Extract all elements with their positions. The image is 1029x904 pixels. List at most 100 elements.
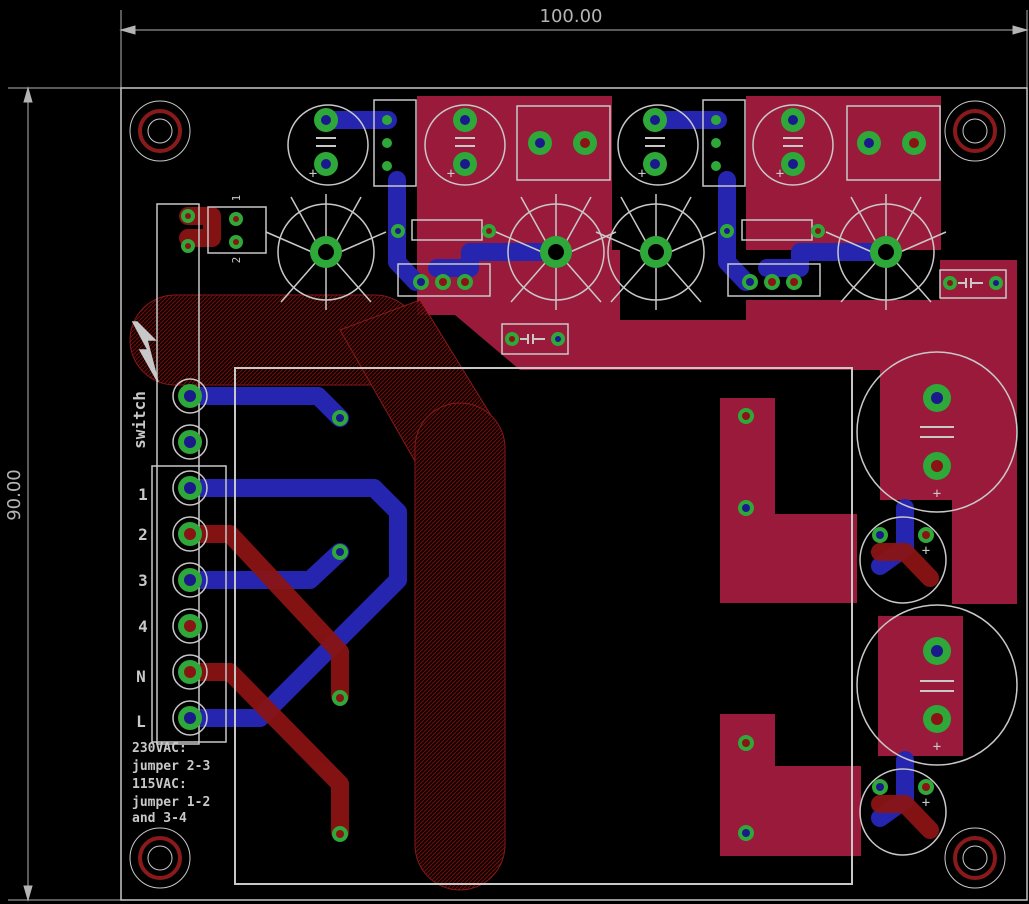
terminal-pad-icon — [172, 562, 208, 598]
pad-icon — [332, 410, 348, 426]
plus-mark: + — [447, 166, 455, 182]
note-line: 230VAC: — [132, 741, 187, 756]
pad-icon — [382, 161, 392, 171]
pad-icon — [943, 276, 957, 290]
heatsinks — [265, 194, 947, 310]
pad-icon — [811, 224, 825, 238]
mounting-hole-icon — [944, 827, 1006, 889]
pad-icon — [314, 108, 338, 132]
pad-icon — [382, 115, 392, 125]
polarity-marks: + + + + + + + + — [309, 166, 941, 811]
pad-icon — [314, 152, 338, 176]
terminal-pad-icon — [172, 424, 208, 460]
pad-icon — [453, 108, 477, 132]
pad-icon — [573, 131, 597, 155]
terminal-pad-icon — [172, 608, 208, 644]
pad-icon — [332, 544, 348, 560]
terminal-label: N — [136, 667, 146, 686]
heatsink-icon — [495, 194, 617, 310]
pad-icon — [540, 236, 572, 268]
note-line: jumper 2-3 — [132, 759, 210, 774]
transformer-outline — [234, 367, 853, 885]
switch-label: switch — [130, 391, 149, 449]
pad-icon — [923, 705, 951, 733]
pad-icon — [781, 108, 805, 132]
mounting-hole-icon — [129, 827, 191, 889]
pad-icon — [551, 332, 565, 346]
terminal-block-pads — [172, 378, 208, 736]
plus-mark: + — [922, 543, 930, 559]
pad-icon — [923, 384, 951, 412]
plus-mark: + — [933, 486, 941, 502]
pad-icon — [781, 152, 805, 176]
pad-icon — [181, 209, 195, 223]
restricted-areas — [129, 294, 506, 891]
height-dimension-label: 90.00 — [4, 469, 25, 521]
pad-icon — [989, 276, 1003, 290]
plus-mark: + — [638, 166, 646, 182]
pad-icon — [786, 274, 802, 290]
pad-icon — [711, 161, 721, 171]
pad-icon — [857, 131, 881, 155]
component-outlines — [131, 99, 1018, 856]
terminal-pad-icon — [172, 470, 208, 506]
pad-icon — [640, 236, 672, 268]
terminal-label: 2 — [138, 525, 148, 544]
pad-icon — [711, 115, 721, 125]
dimension-lines — [8, 10, 1029, 902]
plus-mark: + — [776, 166, 784, 182]
pad-icon — [720, 224, 734, 238]
plus-mark: + — [922, 795, 930, 811]
pad-icon — [382, 138, 392, 148]
pad-icon — [453, 152, 477, 176]
pad-icon — [413, 274, 429, 290]
mounting-hole-icon — [944, 100, 1006, 162]
pad-icon — [872, 527, 888, 543]
heatsink-icon — [825, 194, 947, 310]
capacitor-symbols — [316, 137, 983, 692]
terminal-label: 4 — [138, 617, 148, 636]
terminal-label: 1 — [138, 485, 148, 504]
note-line: jumper 1-2 — [132, 795, 210, 810]
top-traces — [179, 207, 939, 841]
pad-icon — [181, 239, 195, 253]
top-copper-pours — [417, 96, 1017, 856]
pad-icon — [310, 236, 342, 268]
terminal-pad-icon — [172, 516, 208, 552]
pad-icon — [435, 274, 451, 290]
board-outline — [120, 87, 1028, 901]
heatsink-icon — [265, 194, 387, 310]
plus-mark: + — [933, 739, 941, 755]
note-line: and 3-4 — [132, 811, 187, 826]
terminal-pad-icon — [172, 700, 208, 736]
pad-icon — [738, 408, 754, 424]
note-line: 115VAC: — [132, 777, 187, 792]
terminal-labels: 1 2 3 4 N L — [136, 485, 148, 731]
terminal-label: L — [136, 712, 146, 731]
pad-icon — [457, 274, 473, 290]
pad-icon — [738, 825, 754, 841]
pad-icon — [872, 779, 888, 795]
pad-icon — [528, 131, 552, 155]
pad-icon — [505, 332, 519, 346]
pad-icon — [643, 152, 667, 176]
jumper-pin-label: 1 — [230, 195, 243, 202]
pad-icon — [229, 212, 243, 226]
pad-icon — [923, 637, 951, 665]
pad-icon — [332, 690, 348, 706]
pad-icon — [738, 500, 754, 516]
terminal-pad-icon — [172, 378, 208, 414]
pad-icon — [643, 108, 667, 132]
pad-icon — [482, 224, 496, 238]
pad-icon — [764, 274, 780, 290]
pad-icon — [229, 235, 243, 249]
pad-icon — [391, 224, 405, 238]
pad-icon — [902, 131, 926, 155]
terminal-label: 3 — [138, 571, 148, 590]
mounting-holes — [129, 100, 1006, 889]
plus-mark: + — [309, 166, 317, 182]
pad-icon — [870, 236, 902, 268]
pad-icon — [711, 138, 721, 148]
terminal-pad-icon — [172, 654, 208, 690]
